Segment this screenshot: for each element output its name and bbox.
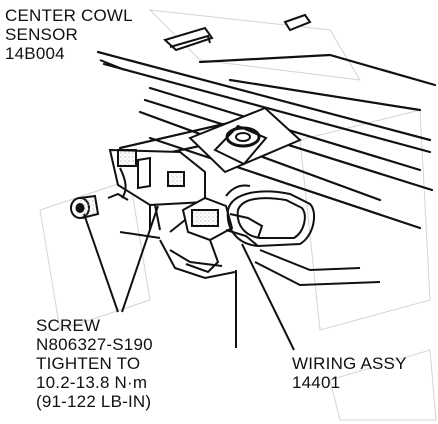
screw-callout: SCREW N806327-S190 TIGHTEN TO 10.2-13.8 … [36,316,153,411]
screw-callout-line-3: TIGHTEN TO [36,354,141,373]
fastener-screw [70,194,100,219]
access-cutout [226,190,316,248]
sensor-callout-line-3: 14B004 [5,44,65,63]
wiring-callout: WIRING ASSY 14401 [292,354,407,392]
screw-callout-line-2: N806327-S190 [36,335,153,354]
sensor-callout-line-2: SENSOR [5,25,78,44]
wiring-connector [169,184,264,274]
screw-callout-line-4: 10.2-13.8 N·m [36,373,148,392]
screw-callout-line-5: (91-122 LB-IN) [36,392,152,411]
lower-bracket [119,231,381,287]
mount-plate [188,106,302,174]
sensor-callout-line-1: CENTER COWL [5,6,133,25]
leader-lines [83,59,295,351]
wiring-callout-line-2: 14401 [292,373,341,392]
sensor-callout: CENTER COWL SENSOR 14B004 [5,6,133,63]
upper-clip [163,13,312,52]
screw-callout-line-1: SCREW [36,316,101,335]
wiring-callout-line-1: WIRING ASSY [292,354,407,373]
sensor-bracket [107,148,206,231]
